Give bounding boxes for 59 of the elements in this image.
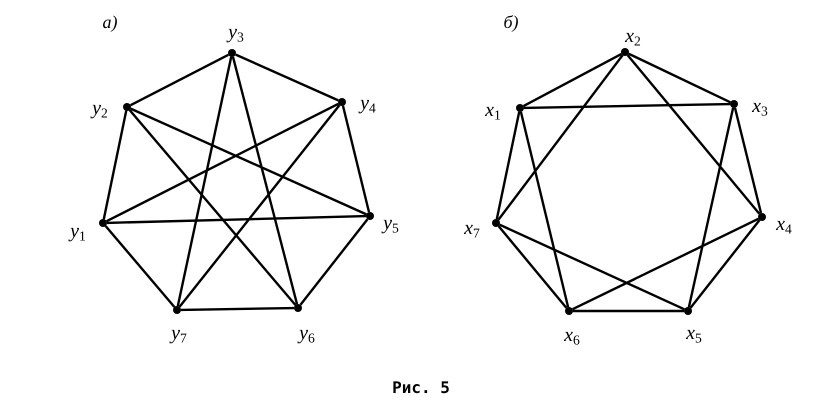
edge-line	[573, 310, 684, 312]
edge-line	[178, 104, 340, 308]
vertex-dot	[684, 307, 692, 315]
edge-line	[106, 102, 339, 222]
vertex-dot	[99, 219, 107, 227]
edge-line	[106, 214, 366, 224]
edge-line	[524, 102, 730, 110]
vertex-dot	[492, 219, 500, 227]
edge-line	[130, 54, 229, 106]
vertex-label: x$_{2}$	[625, 26, 641, 46]
edge-line	[520, 112, 570, 308]
vertex-dot	[730, 100, 738, 108]
vertex-dot	[565, 307, 573, 315]
edge-line	[102, 110, 128, 220]
edge-line	[690, 219, 760, 309]
vertex-label: x$_{1}$	[485, 100, 501, 120]
vertex-dot	[173, 306, 181, 314]
vertex-dot	[621, 48, 629, 56]
vertex-label: y$_{4}$	[360, 93, 376, 113]
vertex-label: y$_{2}$	[92, 98, 108, 118]
vertex-label: x$_{3}$	[752, 96, 768, 116]
edge-line	[499, 224, 685, 310]
edge-line	[626, 54, 760, 215]
edge-line	[300, 218, 368, 306]
vertex-label: y$_{5}$	[383, 213, 399, 233]
vertex-dot	[758, 213, 766, 221]
edge-line	[342, 106, 370, 212]
vertex-label: y$_{3}$	[228, 22, 244, 42]
vertex-label: x$_{7}$	[464, 218, 480, 238]
edge-line	[232, 56, 298, 304]
vertex-dot	[516, 104, 524, 112]
vertex-dot	[294, 304, 302, 312]
edge-line	[180, 306, 294, 312]
vertex-label: y$_{6}$	[299, 323, 315, 343]
edge-line	[176, 56, 232, 306]
edge-line	[496, 112, 520, 220]
edge-line	[628, 52, 731, 104]
vertex-dot	[228, 49, 236, 57]
figure-caption: Рис. 5	[392, 380, 450, 396]
edge-line	[104, 225, 176, 308]
edge-line	[572, 218, 759, 310]
vertex-label: x$_{6}$	[564, 325, 580, 345]
edge-line	[734, 108, 762, 214]
vertex-dot	[338, 98, 346, 106]
edge-line	[498, 225, 568, 309]
vertex-dot	[123, 103, 131, 111]
vertex-label: x$_{4}$	[776, 214, 792, 234]
edge-line	[497, 54, 624, 221]
vertex-label: y$_{7}$	[171, 323, 187, 343]
vertex-label: y$_{1}$	[70, 221, 86, 241]
panel-label: а)	[102, 13, 118, 31]
edge-line	[235, 54, 339, 102]
edge-line	[130, 108, 367, 216]
vertex-dot	[366, 212, 374, 220]
edge-line	[688, 108, 734, 308]
vertex-label: x$_{5}$	[686, 323, 702, 343]
panel-label: б)	[503, 13, 519, 31]
edge-line	[522, 52, 622, 108]
edge-line	[128, 109, 296, 306]
